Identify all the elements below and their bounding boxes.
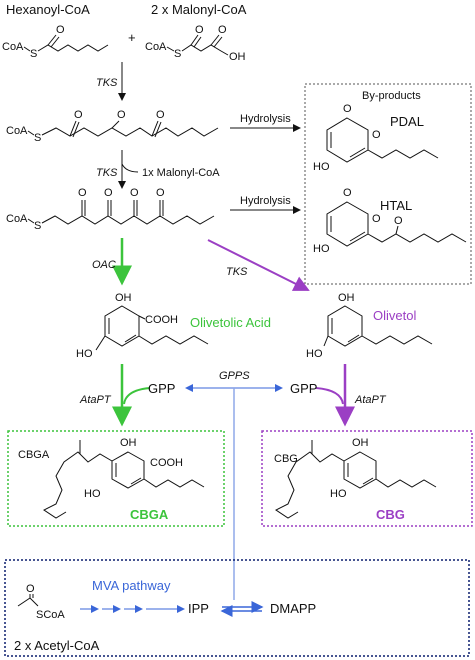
oxygen-label: O [372,213,381,225]
olivetol-label: Olivetol [373,308,416,323]
malonyl-coa-structure: CoA S O O OH [145,24,246,63]
coa-label: CoA [2,41,24,53]
cooh-label: COOH [150,457,183,469]
oxygen-label: O [78,187,87,199]
coa-label: CoA [6,125,28,137]
sulfur-label: S [30,48,37,60]
olivetolic-acid-label: Olivetolic Acid [190,315,271,330]
scoa-label: SCoA [36,609,65,621]
tks-label: TKS [96,167,118,179]
oxygen-label: O [117,109,126,121]
mva-pathway-label: MVA pathway [92,578,171,593]
dmapp-label: DMAPP [270,601,316,616]
ho-label: HO [76,348,93,360]
acetyl-coa-structure: O SCoA [17,583,65,621]
gpp-left: GPP [148,381,175,396]
oac-label: OAC [92,259,116,271]
coa-label: CoA [6,213,28,225]
oxygen-label: O [156,187,165,199]
sulfur-label: S [34,220,41,232]
byproducts-box [304,83,472,285]
htal-structure: HTAL O O O HO [313,187,467,255]
oh-label: OH [120,437,137,449]
oh-label: OH [115,292,132,304]
cbga-structure: CBGA OH COOH HO [18,437,205,519]
htal-label: HTAL [380,198,412,213]
cbga-code: CBGA [18,449,50,461]
cbg-code: CBG [274,453,298,465]
diketide-intermediate: CoA S O O O [6,109,219,144]
malonyl-coa-title: 2 x Malonyl-CoA [151,2,247,17]
oxygen-label: O [26,583,35,595]
oxygen-label: O [394,215,403,227]
hydrolysis-label: Hydrolysis [240,113,291,125]
ho-label: HO [84,488,101,500]
atapt-label: AtaPT [79,394,112,406]
gpp-right: GPP [290,381,317,396]
cbga-box [7,430,225,527]
cbg-structure: CBG OH HO [274,437,437,519]
hydrolysis-label: Hydrolysis [240,195,291,207]
gpps-label: GPPS [219,370,250,382]
oxygen-label: O [343,187,352,199]
cbga-name: CBGA [130,507,169,522]
ho-label: HO [306,348,323,360]
hexanoyl-coa-structure: CoA S O [2,24,109,60]
ho-label: HO [313,243,330,255]
plus-sign: + [128,30,136,45]
sulfur-label: S [174,48,181,60]
cbg-name: CBG [376,507,405,522]
cooh-label: COOH [145,314,178,326]
oh-label: OH [229,51,246,63]
ho-label: HO [330,488,347,500]
olivetol-structure: OH HO [306,292,433,360]
tks-label: TKS [226,266,248,278]
ipp-label: IPP [188,601,209,616]
acetyl-coa-label: 2 x Acetyl-CoA [14,638,100,653]
ho-label: HO [313,161,330,173]
hexanoyl-coa-title: Hexanoyl-CoA [6,2,90,17]
malonyl-cofactor-label: 1x Malonyl-CoA [142,167,220,179]
oxygen-label: O [195,24,204,36]
oxygen-label: O [74,109,83,121]
oxygen-label: O [372,129,381,141]
oh-label: OH [352,437,369,449]
cbg-box [261,430,473,527]
oh-label: OH [338,292,355,304]
sulfur-label: S [34,132,41,144]
oxygen-label: O [56,24,65,36]
oxygen-label: O [130,187,139,199]
byproducts-title: By-products [362,90,421,102]
pdal-label: PDAL [390,114,424,129]
oxygen-label: O [218,24,227,36]
atapt-label: AtaPT [354,394,387,406]
pdal-structure: PDAL O O HO [313,103,439,173]
oxygen-label: O [343,103,352,115]
olivetolic-acid-structure: OH COOH HO [76,292,209,360]
oxygen-label: O [104,187,113,199]
mva-box [4,559,470,657]
oxygen-label: O [156,109,165,121]
tks-label: TKS [96,77,118,89]
coa-label: CoA [145,41,167,53]
tetraketide-intermediate: CoA S O O O O [6,187,215,232]
